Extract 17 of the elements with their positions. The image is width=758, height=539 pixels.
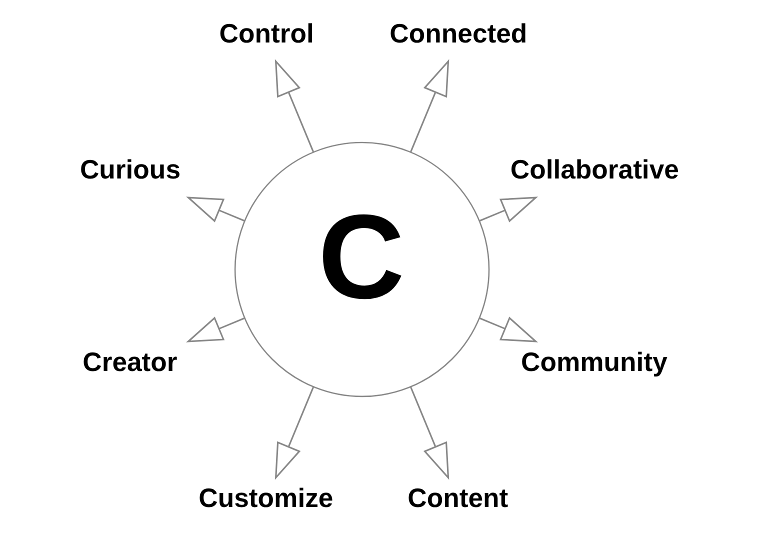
node-text: Control [219, 18, 314, 49]
arrow [410, 59, 450, 152]
arrow [410, 386, 450, 480]
node-text: Collaborative [510, 154, 679, 185]
arrow [186, 316, 245, 342]
node-text: Customize [198, 482, 334, 513]
arrow [274, 386, 314, 480]
node-text: Curious [80, 154, 180, 185]
arrow [274, 59, 314, 152]
node-text: Connected [390, 18, 528, 49]
node-text: Community [521, 346, 668, 377]
node-circle: C [234, 142, 490, 398]
node-text: Content [408, 482, 508, 513]
arrow [479, 316, 538, 342]
arrow [186, 196, 245, 222]
node-text: Creator [82, 346, 178, 377]
arrow [479, 196, 538, 222]
